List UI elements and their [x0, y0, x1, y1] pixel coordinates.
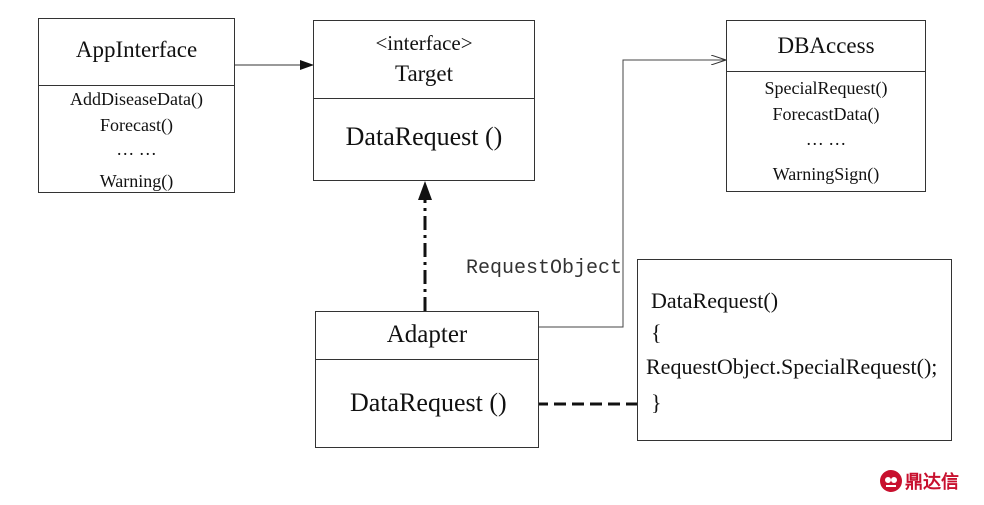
dbaccess-method-forecastdata: ForecastData() [772, 104, 880, 124]
dbaccess-method-specialrequest: SpecialRequest() [764, 78, 888, 98]
adapter-to-dbaccess-connector [538, 60, 726, 328]
dbaccess-method-warningsign: WarningSign() [772, 164, 880, 184]
adapter-title: Adapter [386, 321, 468, 348]
appinterface-header: AppInterface [39, 19, 234, 86]
appinterface-method-forecast: Forecast() [100, 115, 173, 135]
target-method-datarequest: DataRequest () [345, 122, 503, 151]
target-title: Target [395, 61, 453, 86]
adapter-method-datarequest: DataRequest () [350, 388, 507, 417]
logo-text: 鼎达信 [905, 472, 959, 493]
target-interface[interactable]: <interface> Target DataRequest () [313, 20, 535, 181]
target-stereotype: <interface> [375, 31, 473, 55]
dbaccess-header: DBAccess [727, 21, 925, 72]
appinterface-method-ellipsis: … … [116, 139, 157, 159]
appinterface-method-warning: Warning() [99, 171, 174, 191]
note-line-call: RequestObject.SpecialRequest(); [646, 354, 938, 379]
adapter-class[interactable]: Adapter DataRequest () [315, 311, 539, 448]
target-header: <interface> Target [314, 21, 534, 99]
dbaccess-method-ellipsis: … … [805, 129, 847, 149]
note-line-close-brace: } [651, 390, 662, 415]
datarequest-implementation-note[interactable]: DataRequest() { RequestObject.SpecialReq… [637, 259, 952, 441]
watermark-logo: 鼎达信 [880, 468, 959, 494]
appinterface-class[interactable]: AppInterface AddDiseaseData() Forecast()… [38, 18, 235, 193]
dbaccess-class[interactable]: DBAccess SpecialRequest() ForecastData()… [726, 20, 926, 192]
adapter-realizes-target-arrowhead [418, 181, 432, 200]
note-line-open-brace: { [651, 320, 662, 345]
adapter-header: Adapter [316, 312, 538, 360]
dbaccess-title: DBAccess [777, 33, 875, 58]
note-line-signature: DataRequest() [651, 288, 779, 313]
requestobject-association-label: RequestObject [466, 257, 623, 280]
appinterface-method-adddiseasedata: AddDiseaseData() [70, 89, 203, 109]
appinterface-title: AppInterface [75, 37, 198, 62]
logo-mark-icon [880, 470, 902, 492]
